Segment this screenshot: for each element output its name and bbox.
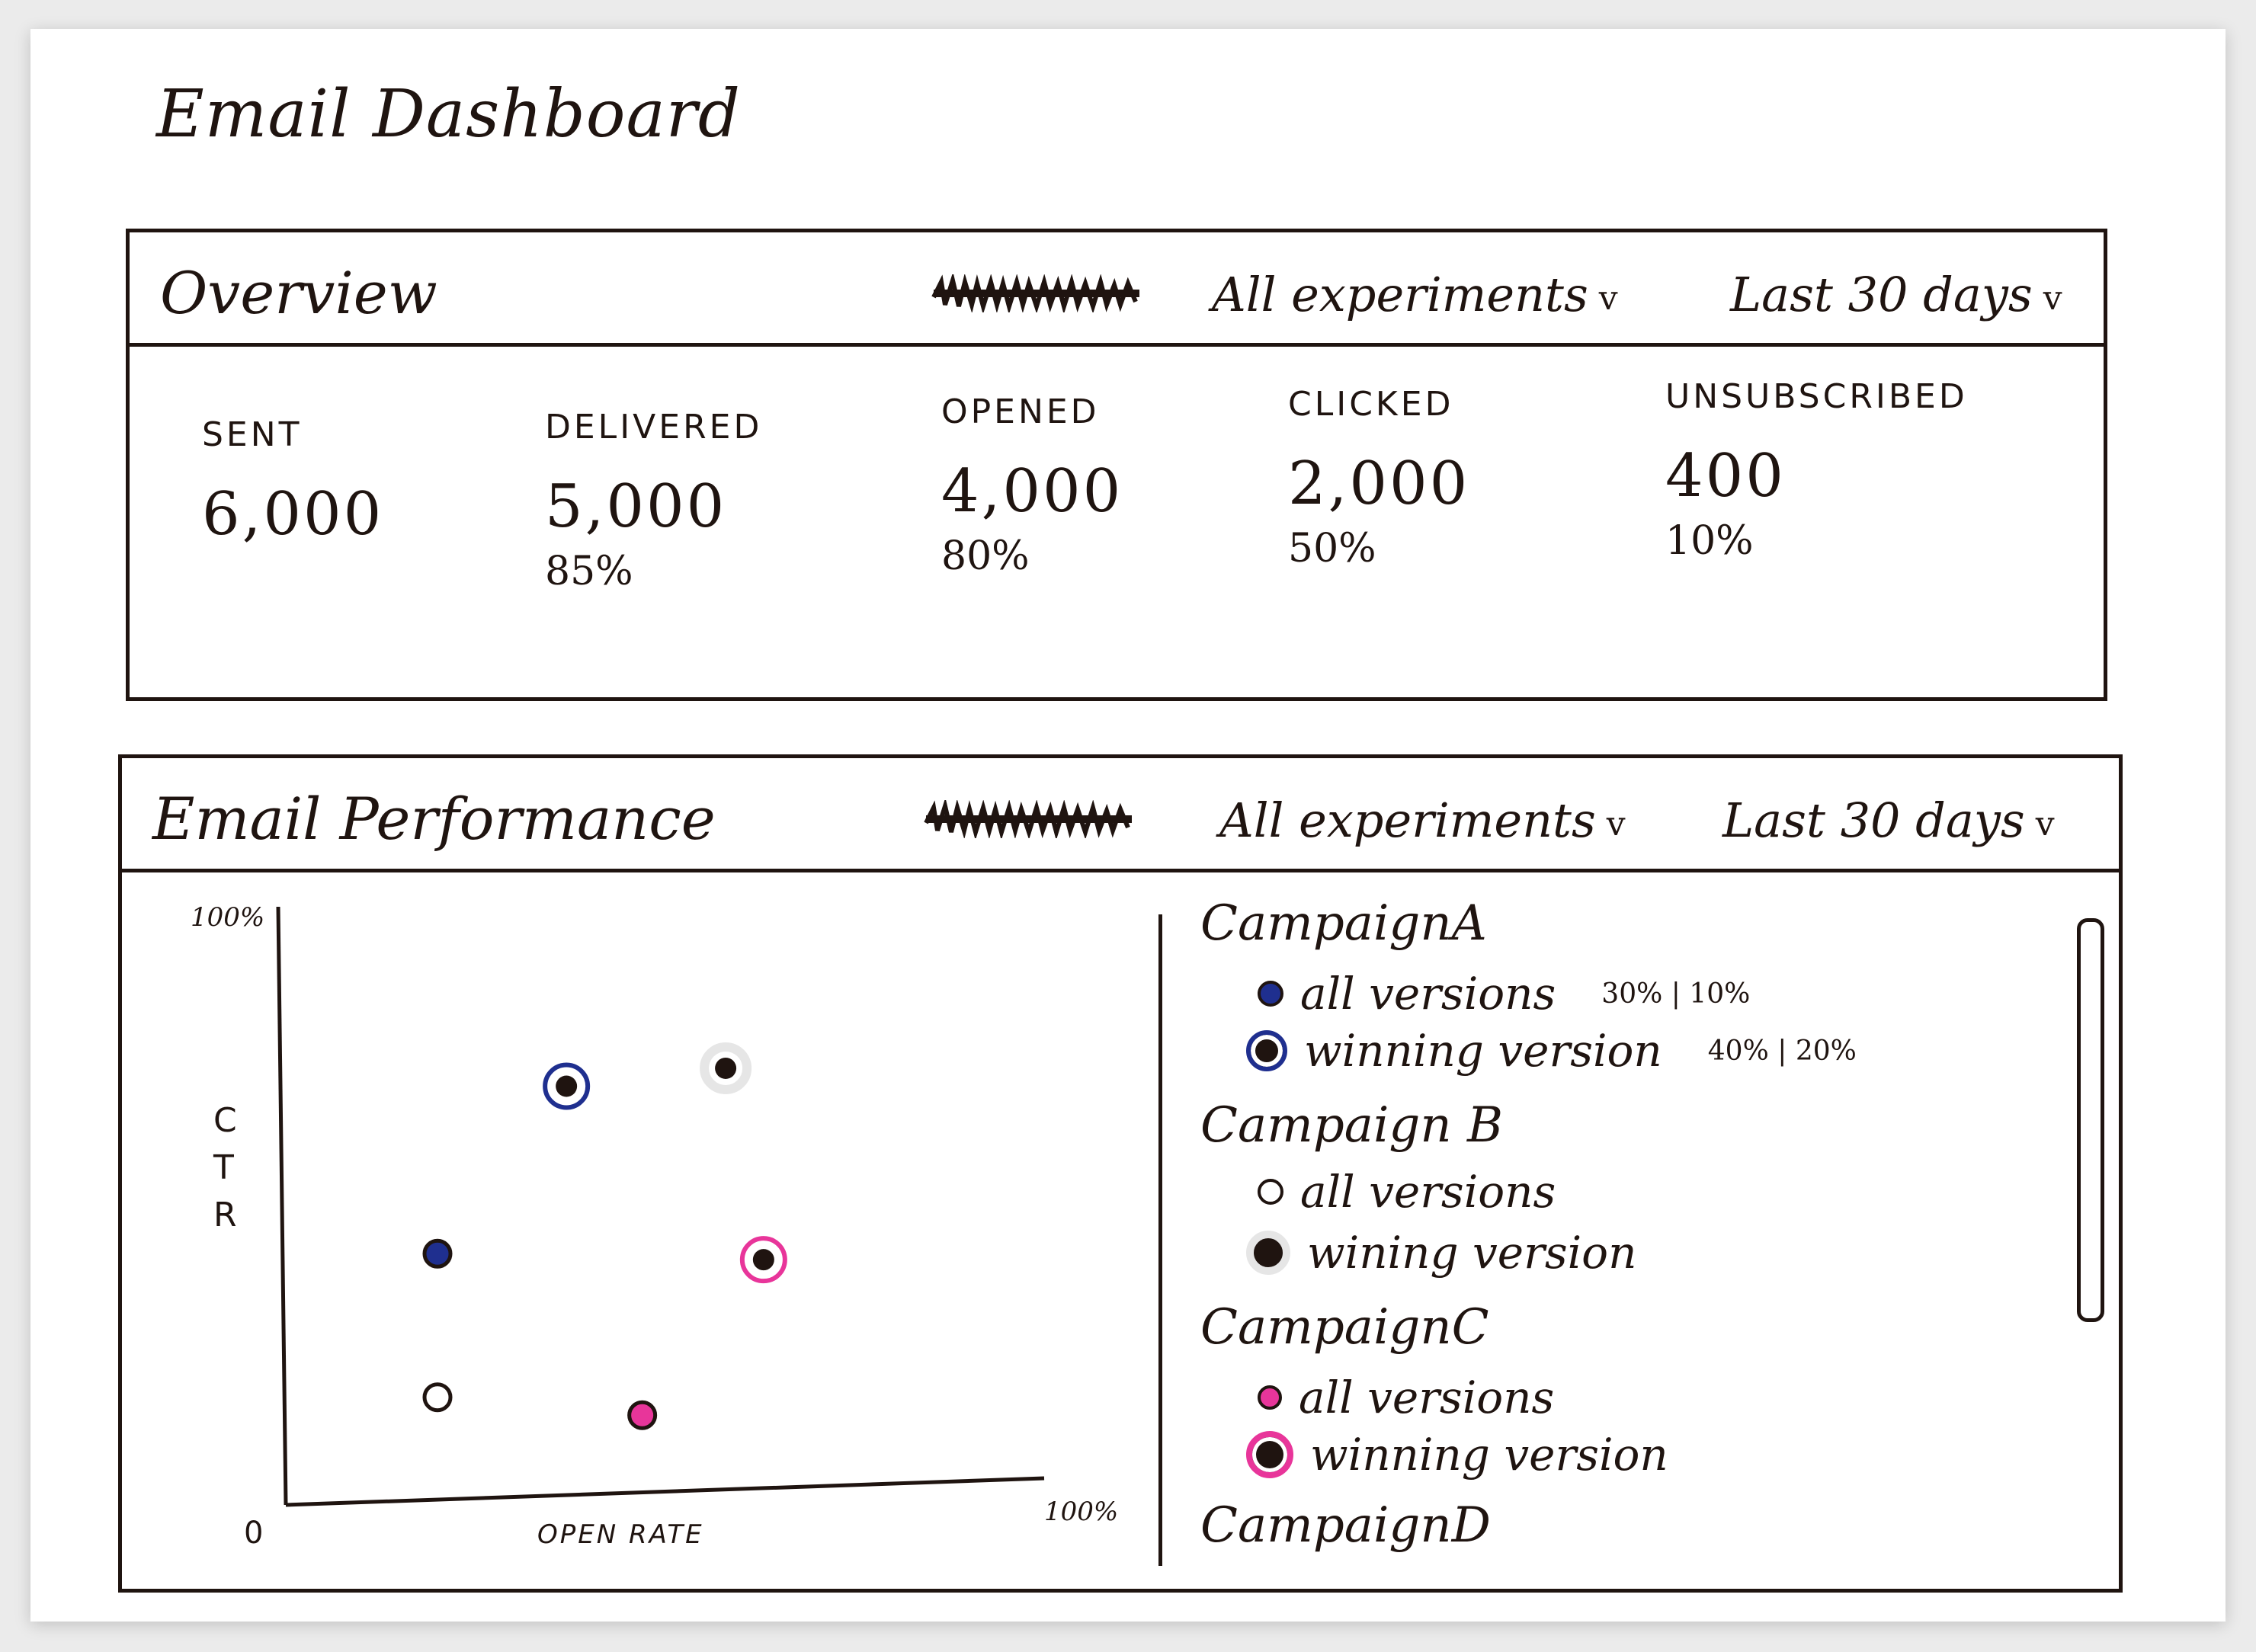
x-axis-label: OPEN RATE [537,1519,704,1550]
y-tick-label: 100% [191,902,264,933]
stat-unsubscribed: UNSUBSCRIBED 400 10% [1665,377,1968,564]
stat-value: 2,000 [1288,450,1470,518]
overview-date-label: Last 30 days [1730,267,2033,322]
scatter-point [627,1400,658,1430]
performance-date-label: Last 30 days [1722,792,2025,848]
ring-marker-icon [1246,1231,1290,1275]
campaign-legend: CampaignA all versions 30% | 10% winning… [1200,895,2039,1566]
performance-date-dropdown[interactable]: Last 30 days v [1722,792,2055,848]
scribble-mark [931,274,1139,312]
stat-label: CLICKED [1288,385,1454,424]
dot-marker-icon [1258,1385,1282,1410]
scatter-point [556,1075,578,1097]
campaign-c-title: CampaignC [1200,1299,1489,1356]
scribble-mark [924,800,1132,838]
x-axis [285,1476,1045,1507]
scatter-point [715,1057,737,1079]
legend-scrollbar[interactable] [2077,918,2104,1322]
x-tick-label-start: 0 [244,1516,263,1551]
overview-title: Overview [160,259,437,327]
performance-header: Email Performance All experiments v Last … [122,758,2119,872]
campaign-a-title: CampaignA [1200,895,1487,952]
stat-label: UNSUBSCRIBED [1665,377,1968,416]
performance-experiments-label: All experiments [1219,792,1596,848]
legend-campaign-b-all[interactable]: all versions [1258,1166,1556,1218]
stat-label: DELIVERED [545,408,763,447]
legend-label: all versions [1300,968,1556,1020]
stat-label: OPENED [941,392,1100,431]
performance-panel: Email Performance All experiments v Last … [118,754,2123,1593]
legend-rates: 40% | 20% [1707,1035,1857,1067]
page-title: Email Dashboard [156,76,741,152]
legend-campaign-c-winning[interactable]: winning version [1246,1429,1668,1481]
stat-opened: OPENED 4,000 80% [941,392,1123,579]
stat-label: SENT [202,415,303,454]
stat-percent: 85% [545,549,633,594]
ring-marker-icon [1246,1431,1293,1478]
stat-value: 6,000 [202,480,384,549]
stat-clicked: CLICKED 2,000 50% [1288,385,1469,571]
hollow-dot-marker-icon [1258,1179,1283,1205]
chart-legend-divider [1158,914,1162,1566]
stat-percent: 80% [941,533,1030,579]
legend-label: all versions [1300,1166,1556,1218]
legend-label: wining version [1307,1227,1637,1279]
scatter-point [422,1238,453,1269]
overview-experiments-label: All experiments [1212,267,1588,322]
chevron-down-icon: v [1598,279,1618,319]
legend-label: winning version [1304,1025,1662,1077]
dot-marker-icon [1258,981,1283,1007]
performance-experiments-dropdown[interactable]: All experiments v [1219,792,1626,848]
y-axis [276,906,288,1506]
stat-percent: 10% [1665,518,1754,564]
campaign-b-title: Campaign B [1200,1097,1503,1154]
x-tick-label-end: 100% [1044,1497,1118,1527]
legend-rates: 30% | 10% [1601,978,1751,1010]
legend-campaign-b-winning[interactable]: wining version [1246,1227,1636,1279]
legend-label: winning version [1310,1429,1668,1481]
chevron-down-icon: v [2035,805,2055,844]
stat-percent: 50% [1288,526,1376,571]
campaign-d-title: CampaignD [1200,1497,1491,1554]
scatter-point [752,1249,774,1271]
stat-delivered: DELIVERED 5,000 85% [545,408,762,594]
stat-value: 5,000 [545,472,727,541]
stat-value: 400 [1665,442,1786,511]
chevron-down-icon: v [1606,805,1626,844]
stat-value: 4,000 [941,457,1123,526]
ring-marker-icon [1246,1030,1287,1071]
legend-campaign-a-all[interactable]: all versions 30% | 10% [1258,968,1750,1020]
performance-title: Email Performance [152,785,716,853]
legend-campaign-c-all[interactable]: all versions [1258,1372,1554,1423]
scatter-point [422,1382,453,1413]
chevron-down-icon: v [2043,279,2062,319]
legend-label: all versions [1299,1372,1555,1423]
scatter-points [422,1042,787,1430]
legend-campaign-a-winning[interactable]: winning version 40% | 20% [1246,1025,1857,1077]
stat-sent: SENT 6,000 [202,415,383,549]
